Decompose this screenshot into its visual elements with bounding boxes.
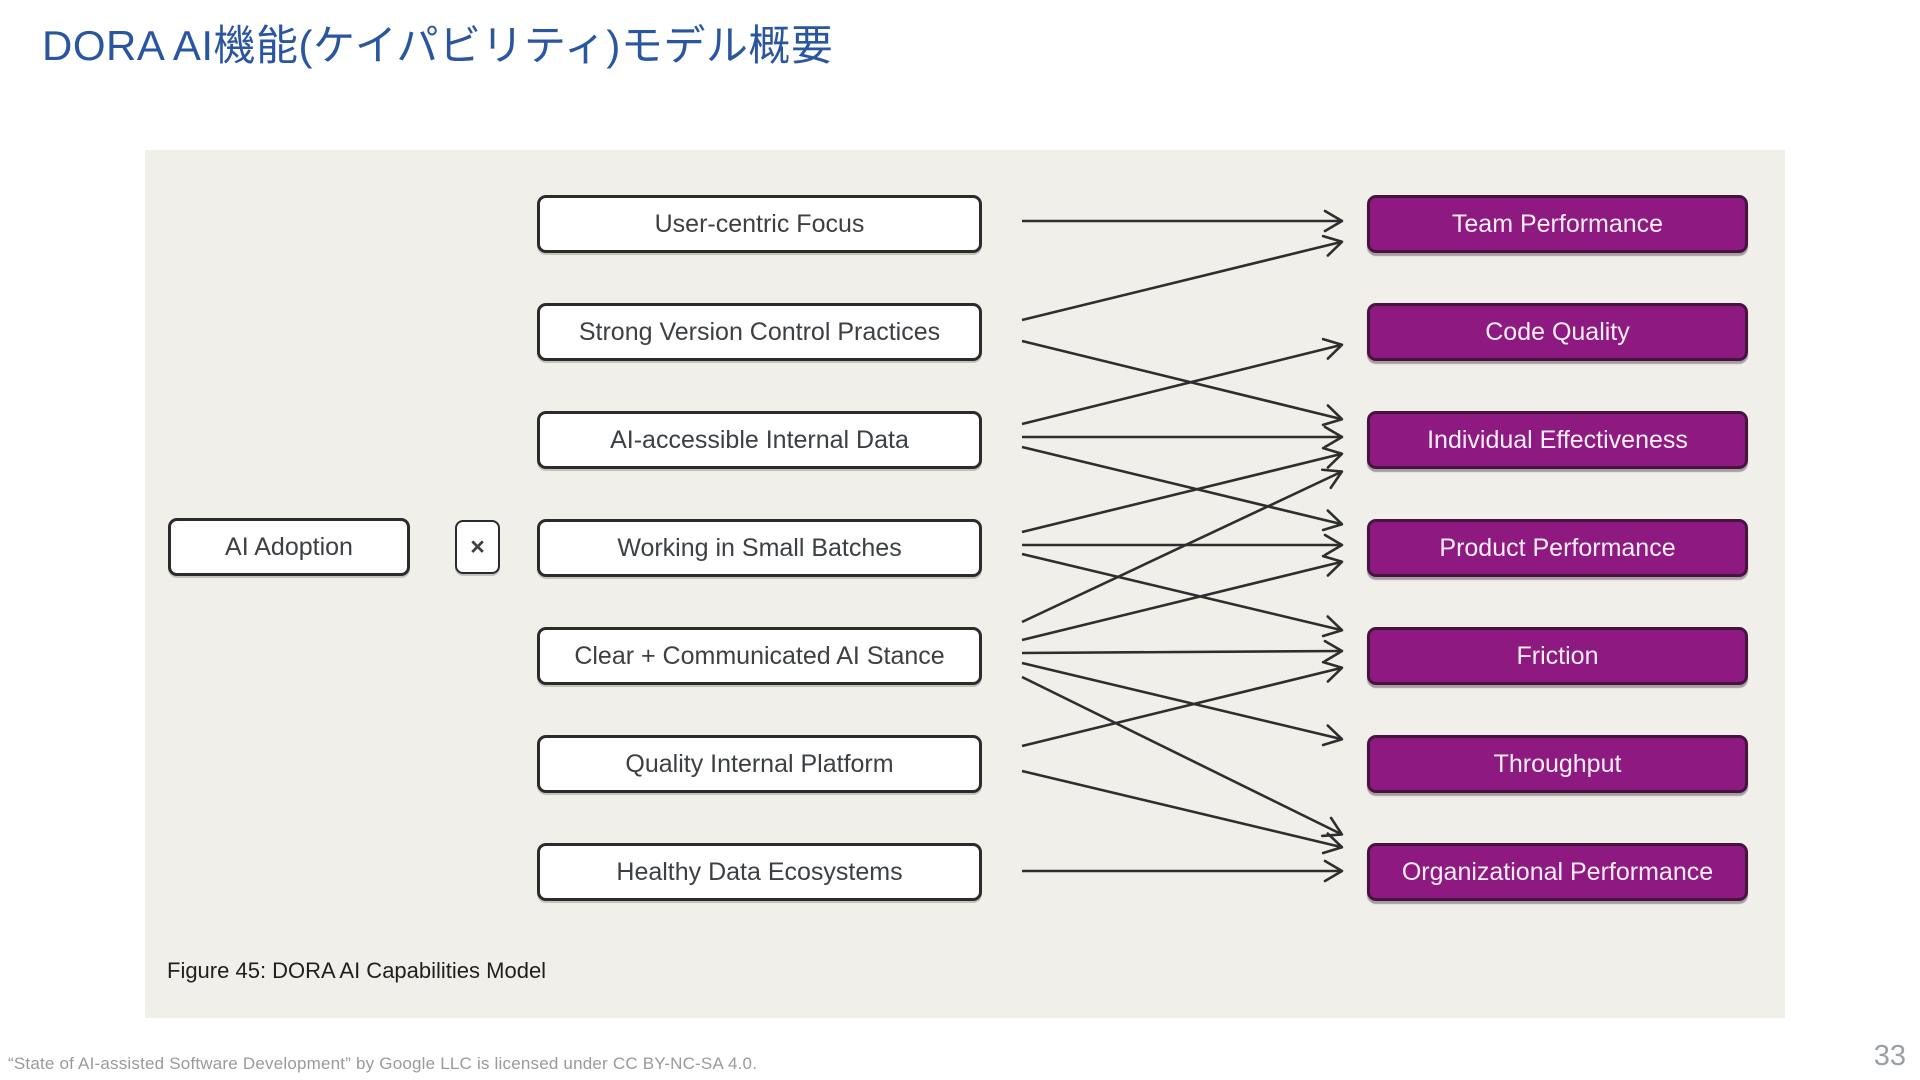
outcome-box-label: Team Performance <box>1451 209 1664 238</box>
outcome-box-label: Organizational Performance <box>1401 857 1714 886</box>
capability-box: Working in Small Batches <box>537 519 982 577</box>
capability-box: Healthy Data Ecosystems <box>537 843 982 901</box>
multiply-symbol: × <box>470 532 485 561</box>
outcome-box: Organizational Performance <box>1367 843 1748 901</box>
capability-box: AI-accessible Internal Data <box>537 411 982 469</box>
capability-box: Clear + Communicated AI Stance <box>537 627 982 685</box>
multiply-operator-box: × <box>455 520 500 574</box>
capability-box-label: AI-accessible Internal Data <box>610 425 909 454</box>
outcome-box: Product Performance <box>1367 519 1748 577</box>
outcome-box-label: Individual Effectiveness <box>1427 425 1688 454</box>
license-text: “State of AI-assisted Software Developme… <box>8 1054 758 1073</box>
outcome-box: Friction <box>1367 627 1748 685</box>
capability-box-label: Strong Version Control Practices <box>578 317 941 346</box>
outcome-box: Code Quality <box>1367 303 1748 361</box>
capability-box-label: Working in Small Batches <box>617 533 902 562</box>
outcome-box: Individual Effectiveness <box>1367 411 1748 469</box>
capability-box-label: Clear + Communicated AI Stance <box>574 641 945 670</box>
capability-box: User-centric Focus <box>537 195 982 253</box>
capability-box: Strong Version Control Practices <box>537 303 982 361</box>
outcome-box: Team Performance <box>1367 195 1748 253</box>
figure-caption: Figure 45: DORA AI Capabilities Model <box>167 958 547 983</box>
outcome-box-label: Code Quality <box>1485 317 1630 346</box>
ai-adoption-box: AI Adoption <box>168 518 410 576</box>
ai-adoption-label: AI Adoption <box>225 532 353 561</box>
outcome-box-label: Throughput <box>1493 749 1622 778</box>
outcome-box: Throughput <box>1367 735 1748 793</box>
page-number: 33 <box>1873 1040 1906 1072</box>
capability-box: Quality Internal Platform <box>537 735 982 793</box>
outcome-box-label: Friction <box>1516 641 1599 670</box>
capability-box-label: User-centric Focus <box>654 209 865 238</box>
outcome-box-label: Product Performance <box>1439 533 1676 562</box>
page-title: DORA AI機能(ケイパビリティ)モデル概要 <box>42 22 834 69</box>
capability-box-label: Quality Internal Platform <box>625 749 894 778</box>
capability-box-label: Healthy Data Ecosystems <box>616 857 903 886</box>
